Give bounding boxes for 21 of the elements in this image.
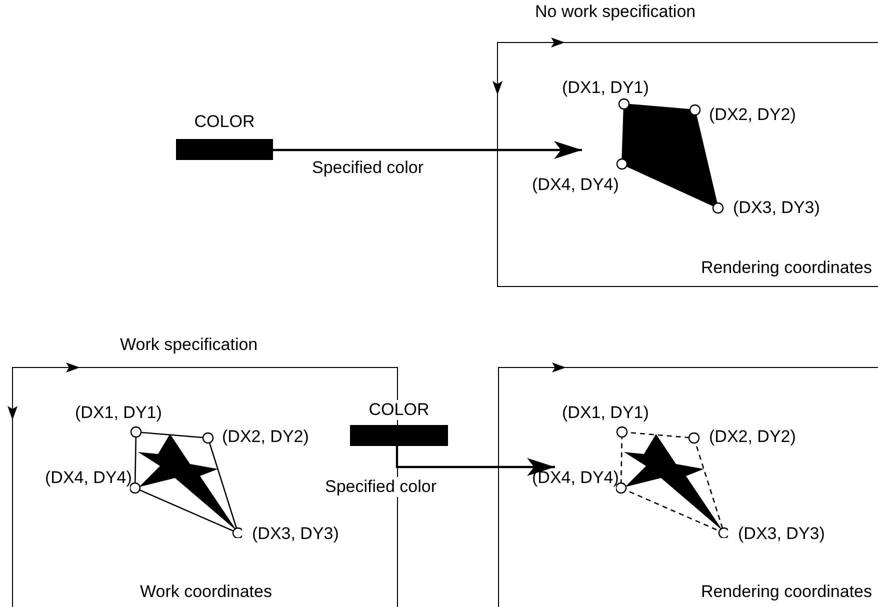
vertex-coordinate-label: (DX4, DY4): [532, 468, 619, 488]
vertex-coordinate-label: (DX2, DY2): [709, 427, 796, 447]
vertex-coordinate-label: (DX2, DY2): [709, 105, 796, 125]
frame-caption: Rendering coordinates: [700, 258, 872, 278]
arrow: [396, 446, 555, 476]
vertex-coordinate-label: (DX1, DY1): [562, 403, 649, 423]
frame-heading: Work specification: [120, 335, 258, 355]
vertex-coordinate-label: (DX3, DY3): [252, 524, 339, 544]
frame-heading: No work specification: [535, 2, 696, 22]
vertex-coordinate-label: (DX2, DY2): [222, 427, 309, 447]
color-label: COLOR: [368, 400, 430, 420]
arrow: [273, 141, 582, 159]
vertex-coordinate-label: (DX1, DY1): [75, 403, 162, 423]
vertex-coordinate-label: (DX4, DY4): [45, 468, 132, 488]
vertex-coordinate-label: (DX4, DY4): [532, 175, 619, 195]
vertex-coordinate-label: (DX1, DY1): [562, 78, 649, 98]
vertex-coordinate-label: (DX3, DY3): [733, 198, 820, 218]
frame-caption: Rendering coordinates: [700, 582, 872, 602]
edge-label: Specified color: [325, 477, 437, 497]
edge-label: Specified color: [312, 158, 424, 178]
vertex-coordinate-label: (DX3, DY3): [738, 524, 825, 544]
